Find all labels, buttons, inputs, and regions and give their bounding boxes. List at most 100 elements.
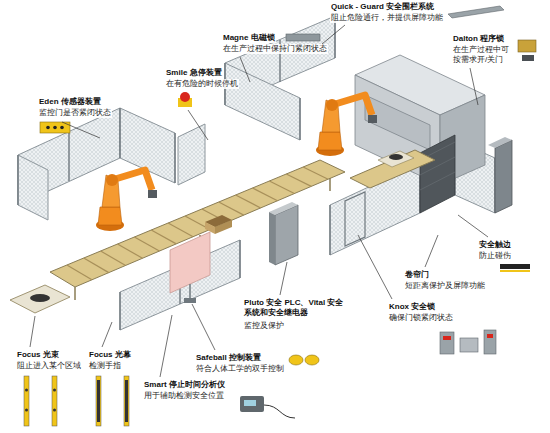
product-icons [53, 126, 57, 130]
callout-description: 短距离保护及屏障功能 [404, 281, 486, 291]
roller-conveyor [101, 251, 126, 265]
roller-conveyor [253, 188, 278, 201]
product-icons [52, 376, 57, 426]
product-icons [96, 376, 101, 426]
control-cabinet [269, 202, 298, 215]
fence-panels [18, 16, 495, 330]
workpieces [10, 285, 70, 313]
fence-posts [174, 133, 175, 183]
operator-panel [184, 298, 196, 303]
product-icons [24, 376, 29, 426]
fence-panels [345, 192, 365, 246]
product-icons [443, 336, 451, 340]
leader-lines [30, 316, 35, 347]
fence-panels [225, 63, 300, 140]
product-icons [53, 389, 56, 392]
callout-title: Quick - Guard 安全围栏系统 [330, 2, 435, 12]
control-cabinet [275, 205, 298, 265]
callout-description: 阻止进入某个区域 [16, 361, 82, 371]
fence-posts [329, 205, 330, 255]
product-icons [286, 34, 320, 41]
workpieces [10, 215, 232, 313]
product-icons [125, 380, 128, 422]
fence-panels [18, 155, 48, 220]
leader-lines [188, 110, 208, 140]
callout-title: Magne 电磁锁 [222, 33, 276, 43]
callout-description: 在生产过程中可 按需求开/关门 [452, 45, 516, 65]
callout-title: Safeball 控制装置 [195, 353, 262, 363]
callout-description: 监控及保护 [243, 321, 285, 331]
product-icons [46, 126, 50, 130]
callout-title: 卷帘门 [404, 270, 430, 280]
fence-posts [299, 98, 300, 140]
callout-title: Focus 光幕 [88, 350, 132, 360]
leader-lines [425, 235, 438, 267]
callout-title: Eden 传感器装置 [38, 97, 102, 107]
callout-description: 防止碰伤 [478, 251, 512, 261]
leader-lines [30, 25, 488, 377]
callout-description: 用于辅助检测安全位置 [143, 391, 225, 401]
leader-lines [160, 315, 172, 377]
leader-lines [192, 304, 215, 350]
callout-description: 监控门是否紧闭状态 [38, 108, 112, 118]
roller-conveyor [168, 223, 193, 237]
fence-posts [17, 155, 18, 205]
callout-description: 检测手指 [88, 361, 122, 371]
product-icons [448, 6, 504, 18]
product-icons [500, 270, 530, 272]
callout-title: Smart 停止时间分析仪 [143, 380, 226, 390]
right-conveyor [378, 151, 414, 167]
roller-conveyor [50, 160, 345, 300]
callout-title: Knox 安全锁 [388, 302, 436, 312]
product-icons [25, 389, 28, 392]
product-icons [289, 355, 303, 365]
leader-lines [458, 215, 488, 237]
operator-panel [170, 232, 210, 303]
fence-posts [239, 240, 240, 278]
product-icons [264, 405, 295, 418]
product-icons [522, 55, 534, 61]
roll-up-door [420, 172, 455, 190]
fence-posts [119, 108, 120, 158]
roller-conveyor [236, 195, 261, 208]
product-icons [60, 126, 64, 130]
fence-posts [18, 16, 495, 330]
leader-lines [470, 68, 478, 105]
callout-title: Pluto 安全 PLC、Vital 安全系统和安全继电器 [243, 298, 349, 318]
product-icons [484, 330, 496, 354]
callout-description: 阻止危险通行，并提供屏障功能 [330, 13, 444, 23]
control-cabinet [269, 202, 298, 265]
control-cabinet [269, 212, 275, 265]
product-icons [518, 40, 536, 52]
callout-title: Dalton 程序锁 [452, 34, 505, 44]
fence-panels [178, 124, 205, 185]
leader-lines [102, 322, 112, 347]
callout-title: Focus 光束 [16, 350, 60, 360]
roller-conveyor [67, 265, 92, 280]
roll-up-door [420, 135, 455, 213]
roller-conveyor [303, 167, 328, 179]
roller-conveyor [286, 174, 311, 186]
industrial-robot [96, 170, 157, 231]
right-conveyor [350, 150, 435, 188]
product-icons [25, 409, 28, 412]
product-icons [97, 380, 100, 422]
product-icons [487, 334, 493, 338]
callout-description: 确保门锁紧闭状态 [388, 313, 454, 323]
roller-conveyor [74, 287, 76, 300]
callout-description: 符合人体工学的双手控制 [195, 364, 285, 374]
right-conveyor [389, 154, 403, 160]
product-icons [440, 332, 454, 354]
roller-conveyor [269, 181, 294, 194]
roller-conveyor [84, 258, 109, 273]
callout-title: Smile 急停装置 [165, 68, 223, 78]
leader-lines [240, 57, 250, 82]
product-icons [460, 338, 478, 352]
product-icons [305, 355, 319, 365]
roller-conveyor [134, 237, 159, 251]
product-icons [24, 6, 536, 426]
leader-lines [280, 262, 287, 295]
roller-conveyor [151, 230, 176, 244]
